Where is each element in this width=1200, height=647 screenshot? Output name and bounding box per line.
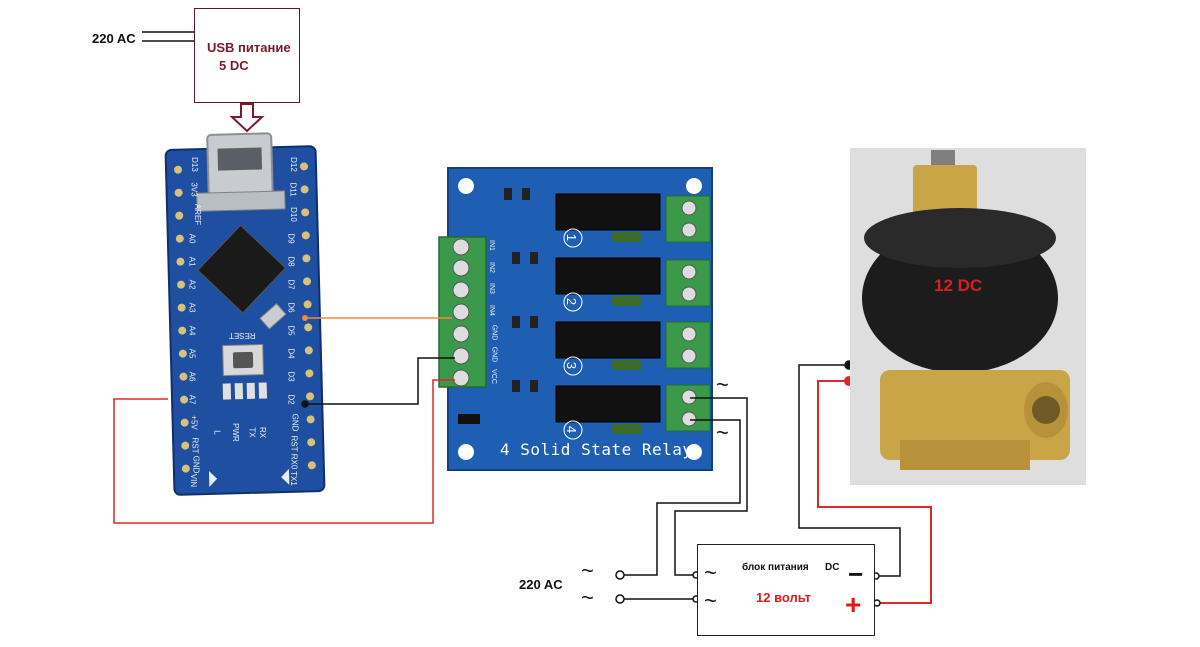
- relay-pin-label: IN2: [487, 262, 495, 273]
- relay-pin-label: IN1: [487, 240, 495, 251]
- pin-label: A1: [187, 256, 197, 267]
- led-label-l: L: [212, 430, 222, 435]
- relay-board: [438, 167, 713, 471]
- psu-ac-mark-2: ~: [704, 588, 717, 613]
- relay-pin-label: IN3: [487, 283, 495, 294]
- ac-input-lines: [142, 31, 195, 42]
- relay-channel-3: 3: [564, 361, 580, 370]
- ac-mark-relay-top: ~: [716, 372, 729, 397]
- relay-pin-label: VCC: [489, 369, 497, 384]
- ac-terminals: [615, 570, 881, 607]
- relay-pin-label: GND: [490, 346, 498, 363]
- pin-label: TX1: [288, 471, 298, 486]
- pin-label: A0: [187, 233, 197, 244]
- wire-5v: [113, 379, 455, 524]
- usb-supply-label: USB питание: [207, 40, 291, 55]
- pin-label: A6: [187, 371, 197, 382]
- pin-label: D12: [288, 157, 298, 172]
- pin-label: RX0: [289, 453, 299, 470]
- pin-label: RST: [190, 437, 200, 454]
- relay-channel-1: 1: [564, 233, 580, 242]
- pin-label: A5: [187, 348, 197, 359]
- relay-board-title: 4 Solid State Relay: [500, 440, 693, 459]
- wire-gnd: [301, 357, 455, 408]
- pin-label: D3: [286, 371, 296, 382]
- usb-arrow-icon: [229, 103, 265, 133]
- ac-mark-input-1: ~: [581, 558, 594, 583]
- pin-label: D6: [286, 302, 296, 313]
- usb-power-supply-box: USB питание 5 DC: [194, 8, 300, 103]
- input-screws: [452, 238, 470, 387]
- pin-label: D9: [286, 233, 296, 244]
- pin-label: A4: [187, 325, 197, 336]
- relay-pin-label: IN4: [487, 305, 495, 316]
- pin-label: D13: [189, 157, 199, 172]
- pin-label: RST: [289, 435, 299, 452]
- usb-supply-voltage: 5 DC: [219, 58, 249, 73]
- pin-label: 3V3: [189, 182, 199, 197]
- relay-channel-2: 2: [564, 297, 580, 306]
- minus-icon: −: [848, 559, 864, 589]
- wire-ac-relay: [622, 397, 748, 600]
- pin-label: D4: [286, 348, 296, 359]
- psu-dc-label: DC: [825, 562, 840, 573]
- arduino-nano-board: [164, 132, 326, 496]
- psu-ac-mark-1: ~: [704, 560, 717, 585]
- psu-title: блок питания: [742, 562, 809, 573]
- led-label-pwr: PWR: [230, 423, 240, 442]
- ac-mark-input-2: ~: [581, 585, 594, 610]
- led-label-rx: RX: [258, 426, 268, 439]
- pin-label: D10: [288, 207, 298, 222]
- reset-label: RESET: [229, 331, 256, 340]
- power-supply-box: ~ ~ блок питания DC 12 вольт − +: [697, 544, 875, 636]
- pin-label: D2: [286, 394, 296, 405]
- left-pin-holes: [174, 165, 190, 473]
- pin-label: D11: [288, 182, 298, 197]
- pin-label: A2: [187, 279, 197, 290]
- ac-mark-relay-bottom: ~: [716, 420, 729, 445]
- solenoid-valve-image: [850, 148, 1086, 485]
- pin-label: VIN: [189, 473, 199, 488]
- relay-pin-label: GND: [490, 324, 498, 341]
- led-label-tx: TX: [247, 427, 257, 438]
- pin-label: D5: [286, 325, 296, 336]
- pin-label: +5V: [189, 415, 199, 430]
- relay-channel-4: 4: [564, 425, 580, 434]
- pin-label: D7: [286, 279, 296, 290]
- pin-label: A7: [187, 394, 197, 405]
- pin-label: GND: [290, 413, 300, 432]
- plus-icon: +: [845, 589, 862, 620]
- pin-label: A3: [187, 302, 197, 313]
- pin-label: D8: [286, 256, 296, 267]
- pin-label: GND: [191, 455, 201, 474]
- pin-label: AREF: [193, 203, 203, 226]
- psu-voltage: 12 вольт: [756, 590, 811, 605]
- psu-ac-label: 220 AC: [519, 577, 563, 592]
- right-pin-holes: [299, 162, 316, 470]
- wire-signal-d5: [302, 315, 452, 321]
- ac-input-label: 220 AC: [92, 31, 136, 46]
- valve-voltage-label: 12 DC: [934, 276, 983, 295]
